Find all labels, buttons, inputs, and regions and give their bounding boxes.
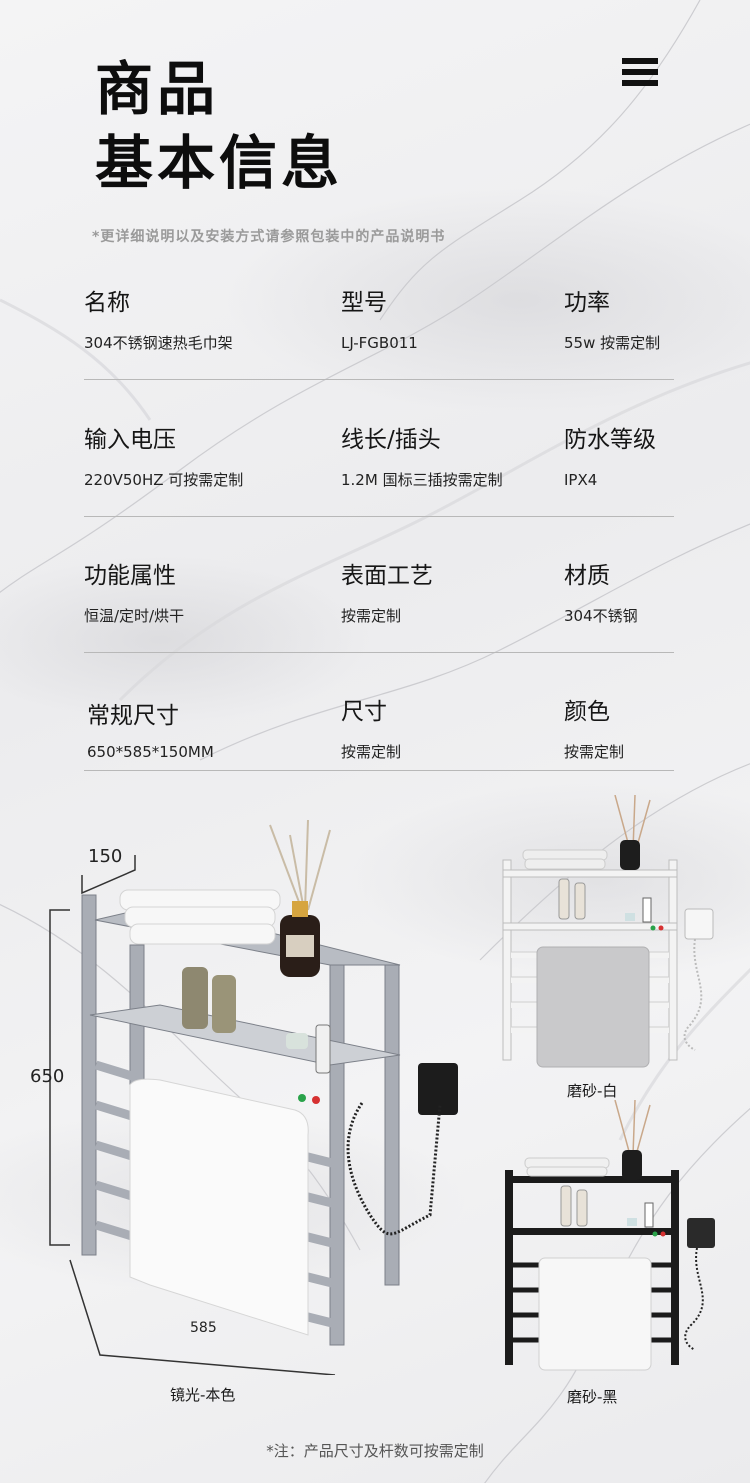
caption-black: 磨砂-黑 (567, 1388, 618, 1406)
spec-regular-size: 常规尺寸 650*585*150MM (87, 703, 214, 761)
footer-note: *注：产品尺寸及杆数可按需定制 (266, 1442, 484, 1460)
spec-size: 尺寸 按需定制 (341, 699, 402, 761)
spec-row: 输入电压 220V50HZ 可按需定制 线长/插头 1.2M 国标三插按需定制 … (84, 425, 674, 517)
spec-voltage: 输入电压 220V50HZ 可按需定制 (84, 427, 244, 489)
spec-material: 材质 304不锈钢 (564, 563, 638, 625)
spec-row: 名称 304不锈钢速热毛巾架 型号 LJ-FGB011 功率 55w 按需定制 (84, 288, 674, 380)
spec-waterproof: 防水等级 IPX4 (564, 427, 656, 489)
spec-power: 功率 55w 按需定制 (564, 290, 661, 352)
title-line-1: 商品 (95, 55, 220, 123)
dimension-width: 585 (190, 1320, 217, 1336)
manual-note: *更详细说明以及安装方式请参照包装中的产品说明书 (92, 229, 446, 245)
spec-model: 型号 LJ-FGB011 (341, 290, 418, 352)
caption-mirror: 镜光-本色 (170, 1386, 236, 1404)
white-towel-rack-image (502, 795, 714, 1068)
spec-cable: 线长/插头 1.2M 国标三插按需定制 (341, 427, 503, 489)
title-line-2: 基本信息 (95, 129, 344, 197)
page-title: 商品 基本信息 (95, 52, 343, 200)
hamburger-menu-icon[interactable] (622, 58, 658, 88)
spec-surface: 表面工艺 按需定制 (341, 563, 433, 625)
dimension-depth: 150 (88, 846, 123, 867)
spec-color: 颜色 按需定制 (564, 699, 625, 761)
caption-white: 磨砂-白 (567, 1082, 618, 1100)
dimension-height: 650 (30, 1066, 65, 1087)
spec-function: 功能属性 恒温/定时/烘干 (84, 563, 185, 625)
mirror-towel-rack-image (49, 819, 458, 1375)
spec-name: 名称 304不锈钢速热毛巾架 (84, 290, 233, 352)
spec-row: 常规尺寸 650*585*150MM 尺寸 按需定制 颜色 按需定制 (84, 697, 674, 771)
black-towel-rack-image (505, 1100, 715, 1371)
spec-row: 功能属性 恒温/定时/烘干 表面工艺 按需定制 材质 304不锈钢 (84, 561, 674, 653)
